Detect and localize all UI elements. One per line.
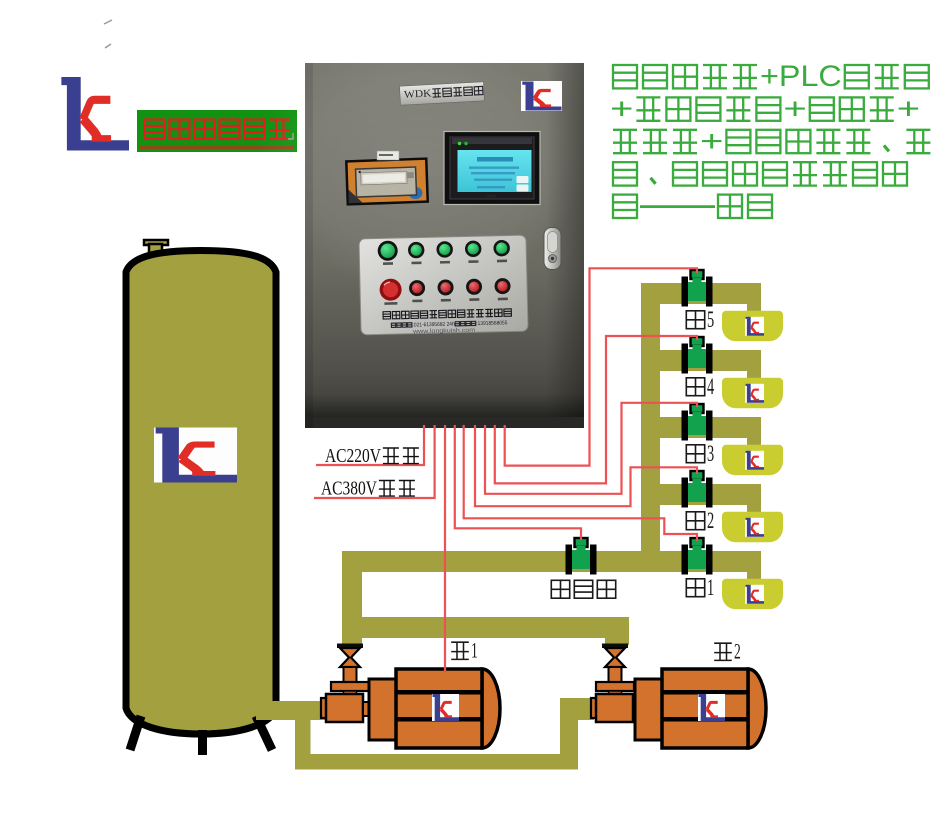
svg-text:2: 2 bbox=[707, 508, 714, 533]
svg-text:+: + bbox=[610, 92, 633, 125]
svg-text:+: + bbox=[897, 92, 920, 125]
svg-text:1: 1 bbox=[471, 638, 478, 663]
svg-text:1: 1 bbox=[707, 575, 714, 600]
svg-text:AC380V: AC380V bbox=[321, 478, 377, 500]
svg-text:+: + bbox=[783, 92, 806, 125]
svg-text:+PLC: +PLC bbox=[760, 60, 842, 93]
svg-text::13918568055: :13918568055 bbox=[476, 320, 507, 327]
svg-text:WDK: WDK bbox=[404, 88, 432, 100]
svg-text:AC220V: AC220V bbox=[325, 445, 381, 467]
svg-text:5: 5 bbox=[707, 307, 714, 332]
svg-text:+: + bbox=[700, 125, 723, 158]
svg-text:4: 4 bbox=[707, 374, 715, 399]
svg-text:2: 2 bbox=[734, 639, 741, 664]
svg-text:3: 3 bbox=[707, 441, 714, 466]
